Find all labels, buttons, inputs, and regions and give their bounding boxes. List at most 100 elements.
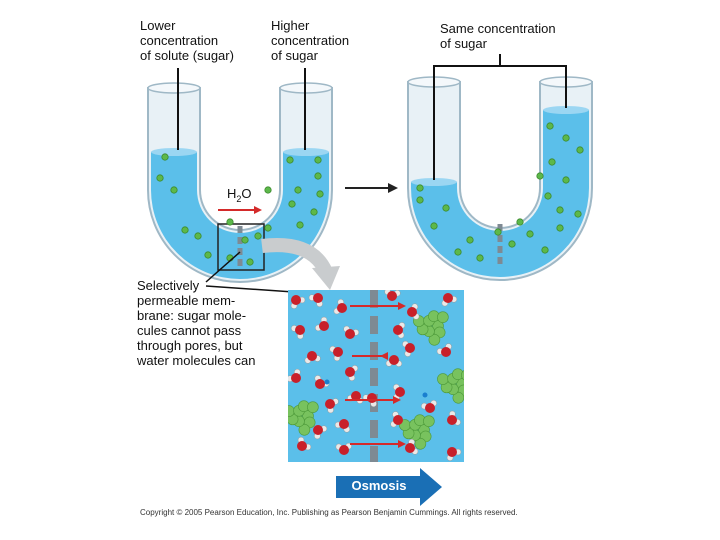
sugar-molecule [576, 146, 584, 154]
sugar-molecule [226, 218, 234, 226]
sugar-molecule [204, 251, 212, 259]
sugar-molecule [541, 246, 549, 254]
water-molecule [402, 340, 415, 357]
sugar-molecule [516, 218, 524, 226]
sugar-molecule [476, 254, 484, 262]
sugar-atom [461, 370, 464, 381]
sugar-atom [437, 311, 449, 323]
water-molecule [407, 303, 420, 320]
sugar-molecule [156, 174, 164, 182]
water-molecule [384, 290, 401, 301]
copyright-text: Copyright © 2005 Pearson Education, Inc.… [140, 508, 518, 517]
osmosis-label: Osmosis [351, 478, 407, 493]
water-movement-arrows [345, 302, 406, 448]
water-label: H2O [227, 186, 252, 204]
sugar-atom [414, 437, 427, 450]
water-molecule [290, 325, 305, 340]
sugar-molecule [288, 200, 296, 208]
water-molecule [313, 425, 328, 440]
sugar-molecule [454, 248, 462, 256]
water-molecule [333, 298, 347, 315]
transition-arrow [345, 183, 398, 193]
sugar-molecule [194, 232, 202, 240]
sugar-atom [452, 391, 464, 404]
sugar-molecule [286, 156, 294, 164]
sugar-atom [298, 423, 311, 436]
water-molecule [288, 368, 301, 383]
sugar-molecules-right [416, 122, 584, 262]
sugar-molecule [416, 196, 424, 204]
water-molecule [385, 355, 403, 367]
sugar-atom [288, 405, 295, 417]
label-higher-concentration: Higher concentration of sugar [271, 18, 350, 63]
sugar-molecule [264, 224, 272, 232]
water-movement-arrow [345, 396, 401, 404]
water-molecule [325, 398, 339, 414]
sugar-molecule [508, 240, 516, 248]
sugar-molecule [294, 186, 302, 194]
sugar-molecule [310, 208, 318, 216]
sugar-atom [423, 415, 435, 427]
sugar-molecule [562, 134, 570, 142]
label-lower-concentration: Lower concentration of solute (sugar) [140, 18, 234, 63]
water-right [411, 110, 589, 277]
sugar-clusters [288, 310, 464, 450]
water-molecule [297, 436, 312, 451]
water-movement-arrow [350, 302, 406, 310]
water-molecule [390, 411, 403, 428]
sugar-molecule [548, 158, 556, 166]
water-molecule [329, 345, 343, 362]
water-molecule [343, 325, 360, 339]
sugar-molecule [181, 226, 189, 234]
sugar-molecule [494, 228, 502, 236]
water-flow-arrow [218, 206, 262, 214]
label-same-concentration: Same concentration of sugar [440, 21, 556, 51]
water-molecule [446, 447, 462, 461]
sugar-molecule [556, 206, 564, 214]
sugar-molecule [574, 210, 582, 218]
sugar-molecule [241, 236, 249, 244]
water-molecule [405, 438, 419, 455]
sugar-atom [428, 333, 441, 346]
water-molecule [315, 316, 329, 332]
sugar-molecule [314, 172, 322, 180]
sugar-atom [307, 401, 319, 413]
water-molecule [447, 410, 461, 426]
osmosis-arrow[interactable] [336, 468, 442, 506]
u-tube-after [407, 54, 593, 281]
sugar-molecule [316, 190, 324, 198]
sugar-molecule [526, 230, 534, 238]
water-molecules [288, 290, 462, 461]
water-molecule [304, 351, 321, 364]
sugar-molecule [296, 221, 304, 229]
water-molecule [334, 419, 351, 433]
label-membrane: Selectively permeable mem- brane: sugar … [137, 278, 256, 368]
water-molecule [441, 293, 458, 307]
water-movement-arrow [352, 352, 388, 360]
water-molecule [436, 343, 452, 357]
sugar-molecule [466, 236, 474, 244]
sugar-molecule [556, 224, 564, 232]
sugar-molecule [314, 156, 322, 164]
sugar-molecule [170, 186, 178, 194]
sugar-molecule [416, 184, 424, 192]
sugar-molecule [254, 232, 262, 240]
zoomed-membrane-view [288, 290, 464, 462]
sugar-molecules-left [156, 153, 324, 266]
water-movement-arrow [350, 440, 406, 448]
sugar-molecule [546, 122, 554, 130]
zoom-arrow [261, 238, 340, 290]
sugar-molecule [562, 176, 570, 184]
sugar-molecule [161, 153, 169, 161]
water-molecule [308, 293, 323, 308]
water-molecule [290, 295, 306, 309]
sugar-molecule [264, 186, 272, 194]
sugar-molecule [442, 204, 450, 212]
sugar-molecule [536, 172, 544, 180]
water-molecule [393, 322, 406, 339]
sugar-atom [437, 373, 449, 385]
sugar-molecule [544, 192, 552, 200]
water-molecule [421, 399, 437, 413]
sugar-molecule [246, 258, 254, 266]
